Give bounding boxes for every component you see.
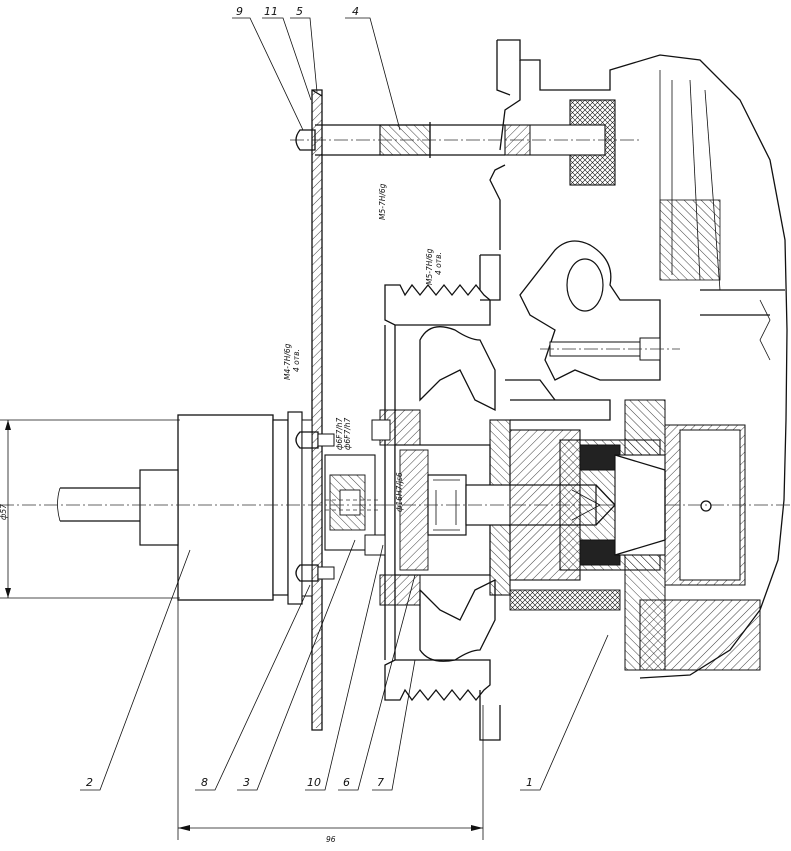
part-label-group: 9 11 5 4 2 8 3 10 6 7 1 (86, 5, 533, 789)
thread-label-m4: M4-7H/6g (283, 343, 292, 380)
part-label-7: 7 (377, 776, 384, 789)
fit-label-1: ф6F7/h7 (335, 417, 344, 450)
sensor-screws (295, 431, 335, 582)
part-label-6: 6 (343, 776, 350, 789)
tensioner-arm (505, 240, 680, 421)
part-label-10: 10 (307, 776, 321, 789)
part-label-9: 9 (236, 5, 243, 18)
part-label-3: 3 (243, 776, 250, 789)
crankshaft-nose (509, 429, 666, 611)
part-label-1: 1 (526, 776, 533, 789)
part-label-4: 4 (352, 5, 359, 18)
part-label-2: 2 (86, 776, 93, 789)
coupling (0, 454, 386, 556)
dimension-lines (0, 419, 484, 840)
part-label-8: 8 (201, 776, 208, 789)
stud-4 (290, 122, 640, 158)
dim-length-label: 96 (326, 835, 336, 844)
thread-label-m5-top: M5-7H/6g (378, 183, 387, 220)
leader-lines (80, 17, 609, 791)
housing-bolt-boss (504, 99, 616, 186)
part-label-11: 11 (264, 5, 278, 18)
fit-label-3: ф16H7/js6 (395, 472, 404, 512)
bracket-plate-5 (311, 89, 323, 731)
sensor-body-2 (57, 411, 313, 605)
dim-diameter-label: ф57 (0, 504, 8, 520)
thread-label-m5-mid: M5-7H/6g (425, 248, 434, 285)
fit-label-2: ф6F7/h7 (343, 417, 352, 450)
thread-count-m4: 4 отв. (292, 349, 301, 372)
part-label-5: 5 (296, 5, 303, 18)
annotation-group: M5-7H/6g M5-7H/6g 4 отв. M4-7H/6g 4 отв.… (0, 183, 443, 844)
thread-count-m5-mid: 4 отв. (434, 252, 443, 275)
